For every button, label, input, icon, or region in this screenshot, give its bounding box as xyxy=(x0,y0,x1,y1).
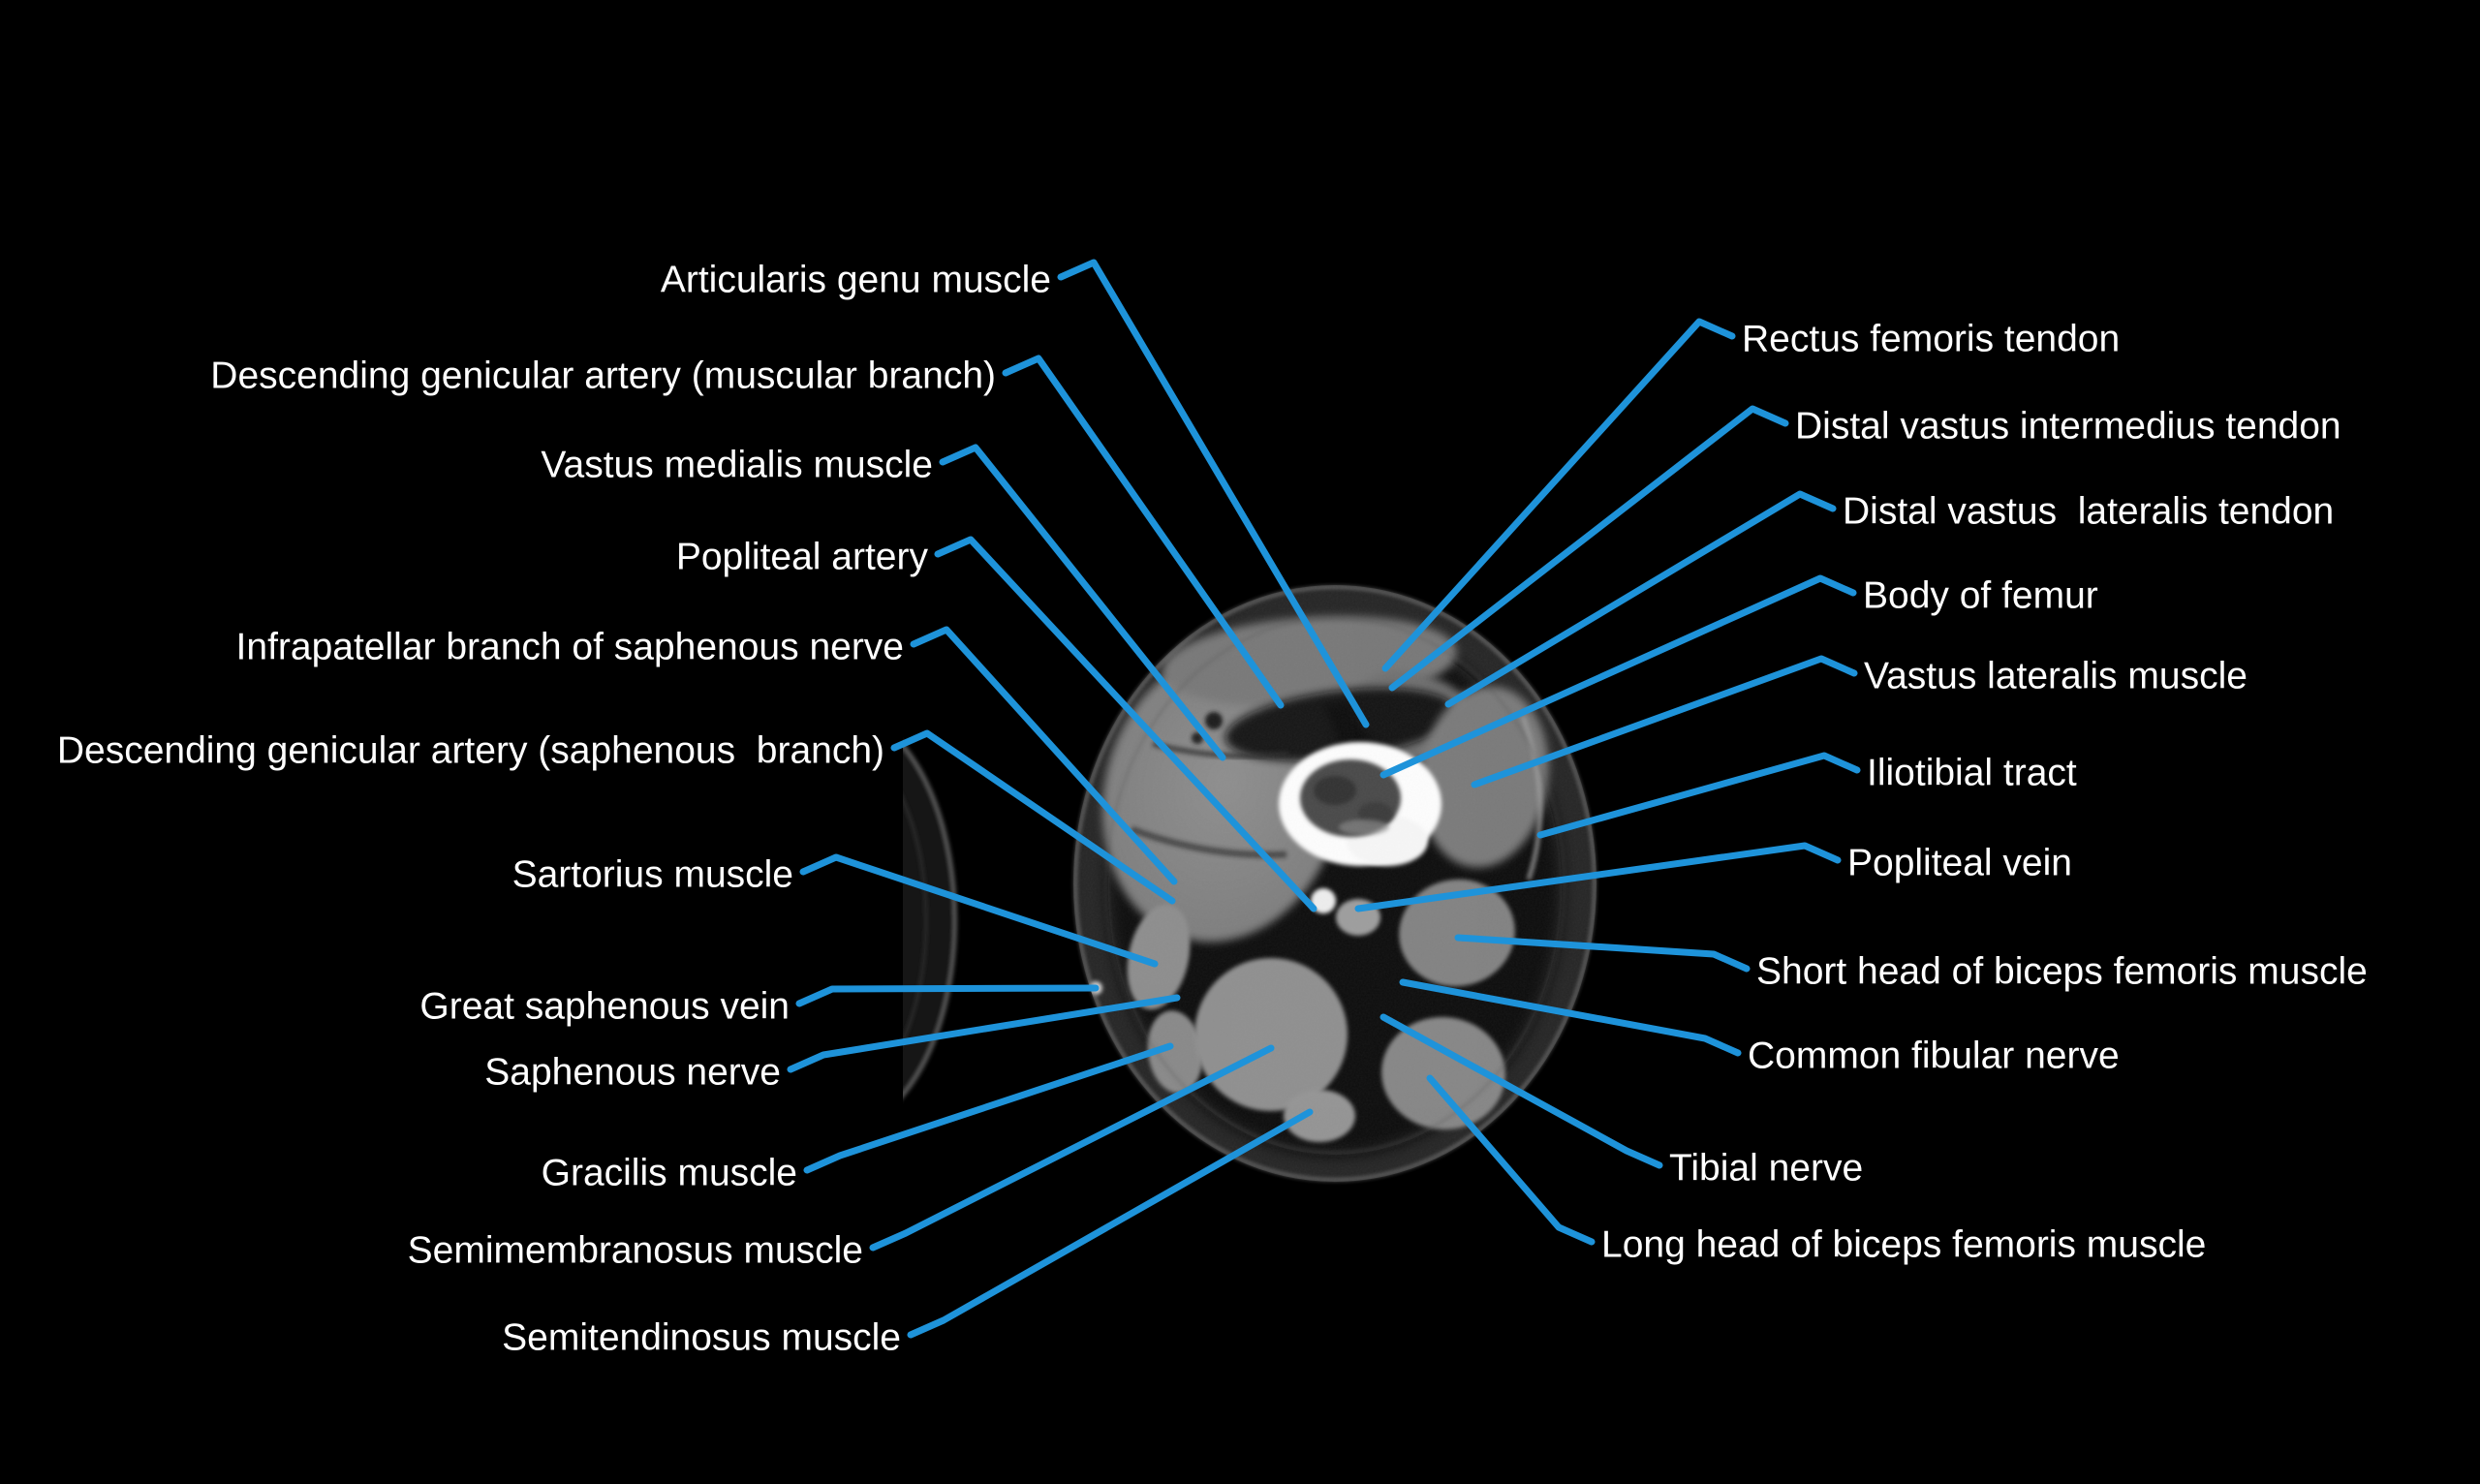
anatomy-label-great-saphenous-vein: Great saphenous vein xyxy=(419,985,790,1028)
leader-line-popliteal-artery xyxy=(934,536,1318,912)
anatomy-label-vastus-medialis-muscle: Vastus medialis muscle xyxy=(541,444,933,486)
anatomy-label-popliteal-vein: Popliteal vein xyxy=(1847,842,2072,884)
anatomy-label-distal-vastus-intermedius-tendon: Distal vastus intermedius tendon xyxy=(1795,405,2341,448)
leader-line-saphenous-nerve xyxy=(787,994,1181,1073)
anatomy-label-body-of-femur: Body of femur xyxy=(1863,574,2098,617)
leader-line-articularis-genu-muscle xyxy=(1057,259,1370,728)
anatomy-label-semimembranosus-muscle: Semimembranosus muscle xyxy=(407,1229,863,1272)
leader-line-popliteal-vein xyxy=(1354,842,1842,912)
anatomy-label-descending-genicular-artery-muscular-branch: Descending genicular artery (muscular br… xyxy=(210,355,996,397)
anatomy-label-long-head-of-biceps-femoris-muscle: Long head of biceps femoris muscle xyxy=(1601,1223,2207,1266)
anatomy-label-rectus-femoris-tendon: Rectus femoris tendon xyxy=(1742,318,2121,360)
anatomy-label-vastus-lateralis-muscle: Vastus lateralis muscle xyxy=(1864,655,2248,697)
leader-line-distal-vastus-intermedius-tendon xyxy=(1388,405,1789,692)
leader-lines xyxy=(787,259,1861,1339)
contralateral-limb-edge xyxy=(903,742,957,1098)
leader-line-semimembranosus-muscle xyxy=(869,1044,1275,1252)
leader-line-vastus-lateralis-muscle xyxy=(1471,655,1858,788)
leader-line-distal-vastus-lateralis-tendon xyxy=(1444,490,1837,708)
leader-line-descending-genicular-artery-muscular-branch xyxy=(1002,355,1285,709)
anatomy-label-common-fibular-nerve: Common fibular nerve xyxy=(1748,1035,2120,1077)
leader-line-semitendinosus-muscle xyxy=(907,1108,1314,1339)
anatomy-label-iliotibial-tract: Iliotibial tract xyxy=(1867,752,2077,794)
leader-line-common-fibular-nerve xyxy=(1399,978,1742,1057)
anatomy-label-gracilis-muscle: Gracilis muscle xyxy=(541,1152,797,1194)
leader-line-infrapatellar-branch-of-saphenous-nerve xyxy=(910,626,1178,885)
anatomy-label-semitendinosus-muscle: Semitendinosus muscle xyxy=(502,1316,901,1359)
anatomy-label-short-head-of-biceps-femoris-muscle: Short head of biceps femoris muscle xyxy=(1756,950,2368,993)
anatomy-label-saphenous-nerve: Saphenous nerve xyxy=(484,1051,781,1094)
anatomy-label-sartorius-muscle: Sartorius muscle xyxy=(512,853,793,896)
anatomy-label-tibial-nerve: Tibial nerve xyxy=(1669,1147,1864,1190)
leader-line-body-of-femur xyxy=(1380,574,1857,779)
leader-line-iliotibial-tract xyxy=(1536,752,1861,839)
leader-line-sartorius-muscle xyxy=(799,853,1159,968)
leader-line-long-head-of-biceps-femoris-muscle xyxy=(1426,1074,1596,1246)
anatomy-label-distal-vastus-lateralis-tendon: Distal vastus lateralis tendon xyxy=(1843,490,2335,533)
leader-line-gracilis-muscle xyxy=(803,1042,1174,1174)
leader-line-descending-genicular-artery-saphenous-branch xyxy=(890,729,1176,905)
anatomy-label-descending-genicular-artery-saphenous-branch: Descending genicular artery (saphenous b… xyxy=(56,729,884,772)
leader-line-rectus-femoris-tendon xyxy=(1381,318,1736,672)
leader-line-vastus-medialis-muscle xyxy=(939,444,1226,761)
anatomy-label-articularis-genu-muscle: Articularis genu muscle xyxy=(660,259,1051,301)
leader-line-short-head-of-biceps-femoris-muscle xyxy=(1454,934,1751,973)
leader-line-great-saphenous-vein xyxy=(795,984,1100,1007)
leader-line-tibial-nerve xyxy=(1380,1013,1663,1169)
anatomy-label-infrapatellar-branch-of-saphenous-nerve: Infrapatellar branch of saphenous nerve xyxy=(235,626,904,668)
anatomy-label-popliteal-artery: Popliteal artery xyxy=(675,536,928,578)
